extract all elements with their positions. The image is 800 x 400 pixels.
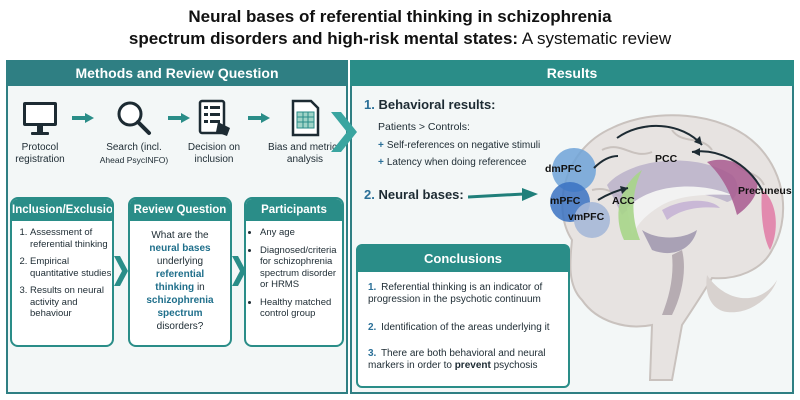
conclusion-item: 1. Referential thinking is an indicator … xyxy=(368,282,564,306)
behavioral-heading: 1. Behavioral results: xyxy=(364,97,496,112)
conclusions-box: Conclusions 1. Referential thinking is a… xyxy=(356,244,570,388)
monitor-icon xyxy=(23,102,57,135)
step-decision-label: Decision on inclusion xyxy=(187,142,241,165)
figure-title: Neural bases of referential thinking in … xyxy=(0,6,800,50)
step-bias: Bias and metrics analysis xyxy=(266,98,344,166)
inclusion-item: Empirical quantitative studies xyxy=(30,256,112,279)
rq-part: in xyxy=(196,282,205,293)
brain-illustration xyxy=(550,114,785,381)
card-arrow-2 xyxy=(232,256,246,286)
step-bias-label: Bias and metrics analysis xyxy=(268,142,342,165)
behavioral-title: Behavioral results: xyxy=(378,97,496,112)
neural-num: 2. xyxy=(364,187,375,202)
inclusion-item: Results on neural activity and behaviour xyxy=(30,285,112,320)
step-search: Search (incl. Ahead PsycINFO) xyxy=(95,98,173,167)
participants-card: Participants Any age Diagnosed/criteria … xyxy=(244,197,344,347)
step-protocol: Protocol registration xyxy=(10,98,70,166)
results-header: Results xyxy=(350,60,794,86)
rq-part: What are the xyxy=(151,230,209,241)
review-question-header: Review Question xyxy=(130,199,230,221)
step-protocol-label: Protocol registration xyxy=(15,142,65,165)
participants-item: Any age xyxy=(260,227,342,239)
rq-highlight: neural bases xyxy=(149,243,211,254)
conclusion-num: 3. xyxy=(368,348,377,359)
conclusion-text: There are both behavioral and neural mar… xyxy=(368,348,546,371)
behavioral-num: 1. xyxy=(364,97,375,112)
review-question-card: Review Question What are the neural base… xyxy=(128,197,232,347)
plus-icon: + xyxy=(378,140,384,151)
neural-title: Neural bases: xyxy=(378,187,464,202)
label-pcc: PCC xyxy=(655,153,678,165)
label-acc: ACC xyxy=(612,195,635,207)
behavioral-compare: Patients > Controls: xyxy=(378,121,470,133)
step-decision: Decision on inclusion xyxy=(184,98,244,166)
rq-highlight: referential thinking xyxy=(155,269,205,293)
neural-arrow xyxy=(468,188,538,201)
label-dmpfc: dmPFC xyxy=(545,163,582,175)
step-search-sublabel: Ahead PsycINFO) xyxy=(99,155,169,165)
step-arrow-1 xyxy=(72,113,94,123)
review-question-text: What are the neural bases underlying ref… xyxy=(130,221,230,333)
conclusion-num: 1. xyxy=(368,282,377,293)
participants-item: Healthy matched control group xyxy=(260,297,342,320)
conclusion-item: 3. There are both behavioral and neural … xyxy=(368,348,564,372)
neural-heading: 2. Neural bases: xyxy=(364,187,464,202)
magnifier-icon xyxy=(117,101,151,135)
panel-chevron xyxy=(331,112,357,152)
participants-list: Any age Diagnosed/criteria for schizophr… xyxy=(246,227,342,320)
conclusion-item: 2. Identification of the areas underlyin… xyxy=(368,322,564,334)
inclusion-card: Inclusion/Exclusion Assessment of refere… xyxy=(10,197,114,347)
spreadsheet-icon xyxy=(291,99,320,137)
conclusions-header: Conclusions xyxy=(358,246,568,272)
inclusion-list: Assessment of referential thinking Empir… xyxy=(12,227,112,320)
conclusion-text: Referential thinking is an indicator of … xyxy=(368,282,543,305)
label-precuneus: Precuneus xyxy=(738,185,792,197)
conclusion-num: 2. xyxy=(368,322,377,333)
inclusion-item: Assessment of referential thinking xyxy=(30,227,112,250)
conclusion-emphasis: prevent xyxy=(454,360,491,371)
rq-part: underlying xyxy=(156,256,204,267)
title-normal-part: A systematic review xyxy=(518,29,672,48)
step-arrow-2 xyxy=(168,113,190,123)
conclusion-text: Identification of the areas underlying i… xyxy=(381,322,550,333)
participants-header: Participants xyxy=(246,199,342,221)
label-vmpfc: vmPFC xyxy=(568,211,605,223)
conclusion-text: psychosis xyxy=(490,360,538,371)
inclusion-header: Inclusion/Exclusion xyxy=(12,199,112,221)
rq-part: disorders? xyxy=(156,321,204,332)
step-search-label: Search (incl. xyxy=(106,142,162,153)
title-bold-part: spectrum disorders and high-risk mental … xyxy=(128,29,519,48)
card-arrow-1 xyxy=(114,256,128,286)
behavioral-item-text: Self-references on negative stimuli xyxy=(386,140,541,151)
participants-item: Diagnosed/criteria for schizophrenia spe… xyxy=(260,245,342,291)
behavioral-item: +Self-references on negative stimuli xyxy=(378,140,540,151)
rq-highlight: schizophrenia spectrum xyxy=(146,295,214,319)
title-line-1: Neural bases of referential thinking in … xyxy=(188,7,612,26)
label-mpfc: mPFC xyxy=(550,195,581,207)
behavioral-item: +Latency when doing referencee xyxy=(378,157,526,168)
step-arrow-3 xyxy=(248,113,270,123)
checklist-hand-icon xyxy=(198,99,230,136)
title-line-2: spectrum disorders and high-risk mental … xyxy=(0,28,800,50)
behavioral-item-text: Latency when doing referencee xyxy=(386,157,527,168)
methods-header: Methods and Review Question xyxy=(6,60,348,86)
plus-icon: + xyxy=(378,157,384,168)
